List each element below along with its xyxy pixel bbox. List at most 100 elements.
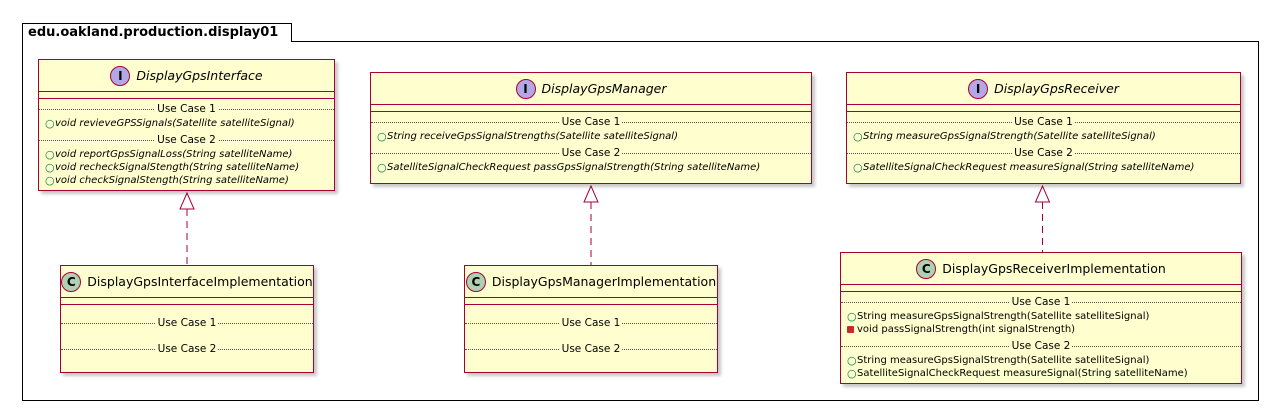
class-badge-icon: C [61, 271, 82, 292]
method-row: ○String measureGpsSignalStrength(Satelli… [841, 310, 1241, 323]
method-signature: void recheckSignalStength(String satelli… [55, 162, 300, 173]
method-row: ○void recheckSignalStength(String satell… [39, 161, 334, 174]
spacer [465, 331, 717, 339]
section-separator: Use Case 2 [841, 338, 1241, 354]
section-label: Use Case 2 [155, 132, 218, 148]
section-separator: Use Case 2 [371, 145, 811, 161]
method-signature: void checkSignalStength(String satellite… [55, 175, 289, 186]
method-signature: String measureGpsSignalStrength(Satellit… [863, 131, 1156, 142]
spacer [61, 305, 313, 313]
method-signature: SatelliteSignalCheckRequest measureSigna… [863, 162, 1195, 173]
class-name: DisplayGpsManager [541, 81, 667, 96]
attribute-compartment [39, 91, 334, 98]
public-visibility-icon: ○ [853, 130, 863, 143]
class-name: DisplayGpsManagerImplementation [491, 274, 717, 289]
method-compartment-divider [61, 304, 313, 305]
section-separator: Use Case 2 [847, 145, 1240, 161]
section-label: Use Case 1 [155, 315, 219, 331]
method-row: ○String receiveGpsSignalStrengths(Satell… [371, 130, 811, 143]
public-visibility-icon: ○ [847, 367, 857, 380]
method-compartment-divider [371, 111, 811, 112]
section-separator: Use Case 1 [841, 294, 1241, 310]
section-label: Use Case 2 [559, 145, 623, 161]
method-compartment-divider [465, 304, 717, 305]
public-visibility-icon: ○ [45, 161, 55, 174]
spacer [61, 331, 313, 339]
section-label: Use Case 1 [1012, 114, 1075, 130]
section-separator: Use Case 2 [465, 341, 717, 357]
method-compartment-divider [39, 98, 334, 99]
section-label: Use Case 1 [1009, 294, 1073, 310]
class-header: C DisplayGpsReceiverImplementation [841, 253, 1241, 284]
section-label: Use Case 1 [155, 101, 218, 117]
class-badge-icon: C [465, 271, 486, 292]
section-separator: Use Case 2 [39, 132, 334, 148]
class-header: I DisplayGpsManager [371, 73, 811, 104]
method-row: ○void revieveGPSSignals(Satellite satell… [39, 117, 334, 130]
method-signature: String measureGpsSignalStrength(Satellit… [857, 355, 1150, 366]
section-separator: Use Case 2 [61, 341, 313, 357]
interface-badge-icon: I [110, 65, 131, 86]
spacer [465, 305, 717, 313]
public-visibility-icon: ○ [853, 161, 863, 174]
public-visibility-icon: ○ [847, 310, 857, 323]
section-separator: Use Case 1 [61, 315, 313, 331]
method-row: ○void checkSignalStength(String satellit… [39, 174, 334, 187]
interface-badge-icon: I [515, 78, 536, 99]
method-signature: void passSignalStrength(int signalStreng… [857, 324, 1076, 335]
method-row: ○SatelliteSignalCheckRequest passGpsSign… [371, 161, 811, 174]
method-signature: SatelliteSignalCheckRequest passGpsSigna… [387, 162, 761, 173]
interface-badge-icon: I [968, 78, 989, 99]
method-signature: void reportGpsSignalLoss(String satellit… [55, 149, 293, 160]
package-tab: edu.oakland.production.display01 [22, 23, 292, 42]
attribute-compartment [61, 297, 313, 304]
method-row: ○void reportGpsSignalLoss(String satelli… [39, 148, 334, 161]
section-label: Use Case 2 [559, 341, 623, 357]
method-row: ○SatelliteSignalCheckRequest measureSign… [847, 161, 1240, 174]
class-name: DisplayGpsInterfaceImplementation [87, 274, 313, 289]
method-row: void passSignalStrength(int signalStreng… [841, 323, 1241, 336]
class-name: DisplayGpsInterface [136, 68, 263, 83]
private-visibility-icon [847, 326, 854, 333]
section-separator: Use Case 1 [465, 315, 717, 331]
method-row: ○String measureGpsSignalStrength(Satelli… [841, 354, 1241, 367]
attribute-compartment [465, 297, 717, 304]
section-separator: Use Case 1 [371, 114, 811, 130]
method-signature: SatelliteSignalCheckRequest measureSigna… [857, 368, 1188, 379]
public-visibility-icon: ○ [45, 148, 55, 161]
method-signature: String measureGpsSignalStrength(Satellit… [857, 311, 1150, 322]
section-label: Use Case 1 [559, 315, 623, 331]
public-visibility-icon: ○ [45, 117, 55, 130]
method-compartment-divider [847, 111, 1240, 112]
method-signature: void revieveGPSSignals(Satellite satelli… [55, 118, 295, 129]
attribute-compartment [371, 104, 811, 111]
method-compartment-divider [841, 291, 1241, 292]
class-header: I DisplayGpsInterface [39, 60, 334, 91]
package-name: edu.oakland.production.display01 [28, 25, 279, 40]
class-name: DisplayGpsReceiverImplementation [942, 261, 1166, 276]
class-badge-icon: C [916, 258, 937, 279]
public-visibility-icon: ○ [377, 161, 387, 174]
public-visibility-icon: ○ [45, 174, 55, 187]
section-label: Use Case 2 [1009, 338, 1073, 354]
class-header: I DisplayGpsReceiver [847, 73, 1240, 104]
class-name: DisplayGpsReceiver [994, 81, 1119, 96]
class-header: C DisplayGpsManagerImplementation [465, 266, 717, 297]
attribute-compartment [847, 104, 1240, 111]
section-separator: Use Case 1 [39, 101, 334, 117]
section-label: Use Case 2 [1012, 145, 1075, 161]
public-visibility-icon: ○ [847, 354, 857, 367]
method-signature: String receiveGpsSignalStrengths(Satelli… [387, 131, 678, 142]
section-label: Use Case 1 [559, 114, 623, 130]
class-header: C DisplayGpsInterfaceImplementation [61, 266, 313, 297]
attribute-compartment [841, 284, 1241, 291]
section-separator: Use Case 1 [847, 114, 1240, 130]
section-label: Use Case 2 [155, 341, 219, 357]
